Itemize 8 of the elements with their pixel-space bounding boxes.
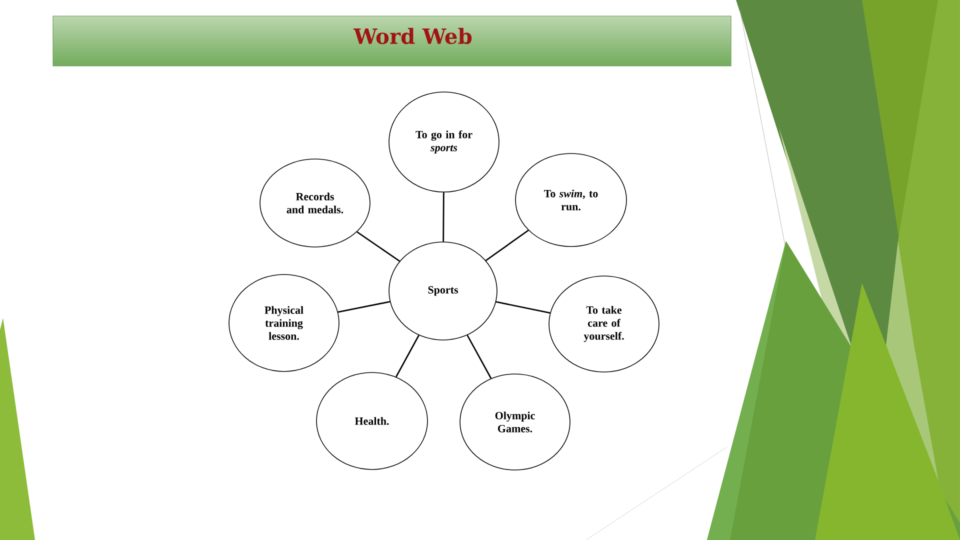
connector-line: [338, 301, 390, 313]
connector-line: [442, 192, 444, 242]
title-banner: Word Web: [52, 16, 732, 66]
connector-line: [356, 231, 400, 262]
connector-line: [496, 301, 550, 314]
connector-line: [466, 334, 492, 379]
connector-line: [485, 230, 529, 262]
connector-line: [396, 334, 420, 378]
